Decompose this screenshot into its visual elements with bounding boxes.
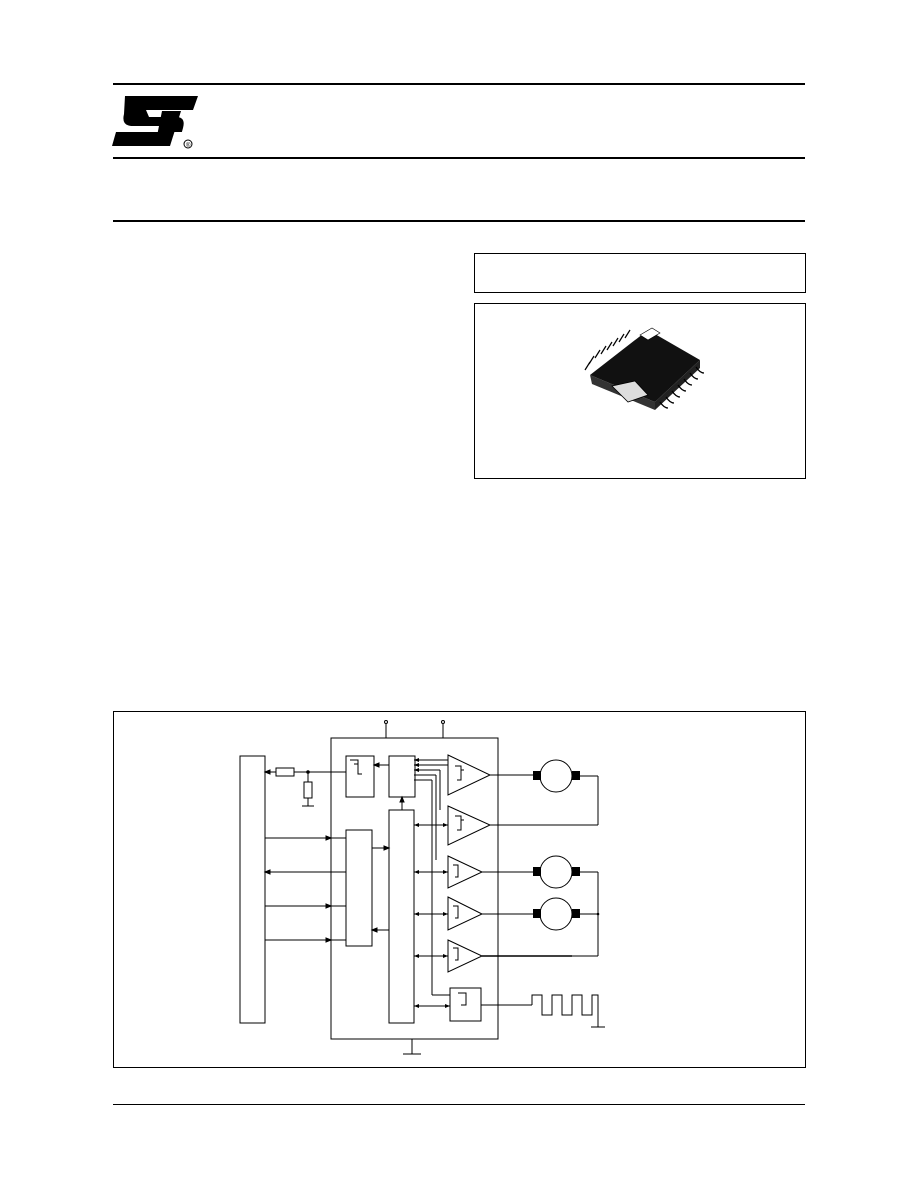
header-bottom-rule (113, 220, 805, 222)
registered-mark: ® (186, 142, 191, 149)
package-image-box (474, 303, 806, 479)
footer-rule (113, 1104, 805, 1105)
header-top-rule (113, 83, 805, 85)
package-title-box (474, 253, 806, 293)
header-mid-rule (113, 157, 805, 159)
block-diagram-frame (113, 711, 806, 1068)
